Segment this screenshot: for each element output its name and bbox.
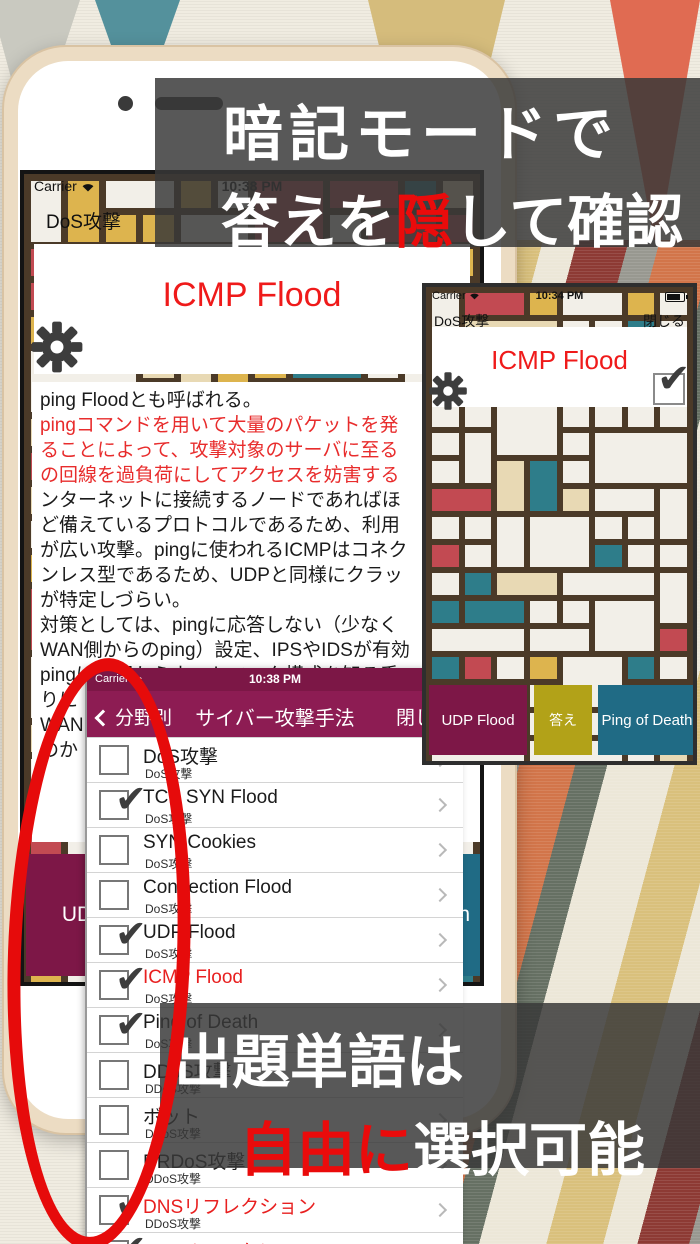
chevron-right-icon bbox=[432, 977, 448, 993]
chevron-right-icon bbox=[432, 1202, 448, 1218]
word-checkbox[interactable]: ✔ bbox=[99, 780, 147, 820]
quiz-button-answer[interactable]: 答え bbox=[534, 685, 592, 755]
nav-title: DoS攻撃 bbox=[434, 313, 490, 329]
word-checkbox[interactable] bbox=[99, 745, 129, 775]
back-button[interactable]: 分野別 bbox=[94, 703, 172, 730]
caption-line: 答えを隠して確認 bbox=[221, 190, 684, 255]
word-title: Connection Flood bbox=[143, 877, 292, 898]
word-category: DoS攻撃 bbox=[145, 947, 193, 961]
chevron-right-icon bbox=[432, 797, 448, 813]
word-category: DoS攻撃 bbox=[145, 902, 193, 916]
caption-line: 出題単語は bbox=[174, 1030, 465, 1095]
description-line: が広い攻撃。pingに使われるICMPはコネク bbox=[40, 540, 408, 561]
word-checkbox[interactable]: ✔ bbox=[99, 1230, 147, 1244]
description-line: WAN bbox=[40, 715, 84, 736]
checkmark-icon: ✔ bbox=[115, 1002, 147, 1046]
chevron-right-icon bbox=[432, 887, 448, 903]
status-bar: Carrier 10:34 PM bbox=[426, 287, 693, 307]
word-checkbox[interactable] bbox=[99, 880, 129, 910]
word-category: DDoS攻撃 bbox=[145, 1172, 202, 1186]
description-line: ど備えているプロトコルであるため、利用 bbox=[40, 515, 400, 536]
word-checkbox[interactable]: ✔ bbox=[99, 1185, 147, 1225]
word-category: DoS攻撃 bbox=[145, 857, 193, 871]
description-line: ンターネットに接続するノードであればほ bbox=[40, 490, 401, 511]
word-category: DoS攻撃 bbox=[145, 812, 193, 826]
word-title: ICMP Flood bbox=[143, 967, 243, 988]
battery-icon bbox=[665, 292, 688, 302]
carrier-label: Carrier bbox=[95, 673, 143, 685]
description-line: りに bbox=[40, 690, 79, 711]
status-time: 10:34 PM bbox=[535, 290, 584, 302]
word-title: SYN Cookies bbox=[143, 832, 256, 853]
list-nav-bar: 分野別 サイバー攻撃手法 閉じる bbox=[87, 691, 463, 737]
status-time: 10:38 PM bbox=[248, 672, 302, 686]
description-line: が特定しづらい。 bbox=[40, 590, 191, 611]
checkmark-icon: ✔ bbox=[115, 1182, 147, 1226]
caption-line: 暗記モードで bbox=[223, 102, 619, 168]
status-bar: Carrier 10:38 PM bbox=[87, 668, 463, 691]
word-checkbox[interactable]: ✔ bbox=[99, 1005, 147, 1045]
description-line: の回線を過負荷にしてアクセスを妨害する bbox=[40, 465, 400, 486]
caption-line: 自由に選択可能 bbox=[238, 1118, 645, 1183]
quiz-button-prev-term[interactable]: UDP Flood bbox=[429, 685, 527, 755]
word-checkbox[interactable] bbox=[99, 1105, 129, 1135]
description-line: ンレス型であるため、UDPと同様にクラッ bbox=[40, 565, 403, 586]
wifi-icon bbox=[469, 293, 479, 300]
checkmark-icon: ✔ bbox=[657, 356, 691, 402]
word-checkbox[interactable] bbox=[99, 1060, 129, 1090]
word-title: DoS攻撃 bbox=[143, 747, 218, 768]
word-title: NTPリフレクション bbox=[143, 1237, 314, 1244]
word-checkbox[interactable] bbox=[99, 1150, 129, 1180]
checkmark-icon: ✔ bbox=[115, 957, 147, 1001]
term-title-card: ICMP Flood bbox=[34, 244, 470, 374]
term-title-card: ICMP Flood bbox=[432, 327, 687, 407]
wifi-icon bbox=[82, 184, 94, 192]
description-line: ることによって、攻撃対象のサーバに至る bbox=[40, 440, 399, 461]
checkmark-icon: ✔ bbox=[115, 777, 147, 821]
screenshot-memorize-mode: Carrier 10:34 PM DoS攻撃 閉じる ICMP Flood bbox=[422, 283, 697, 765]
description-line: pingコマンドを用いて大量のパケットを発 bbox=[40, 415, 399, 436]
word-title: TCP SYN Flood bbox=[143, 787, 278, 808]
word-title: DNSリフレクション bbox=[143, 1197, 317, 1218]
word-category: DoS攻撃 bbox=[145, 767, 193, 781]
description-line: のか bbox=[40, 740, 79, 761]
word-category: DDoS攻撃 bbox=[145, 1217, 202, 1231]
close-button[interactable]: 閉じる bbox=[643, 313, 685, 329]
caption-banner-bottom: 出題単語は 自由に選択可能 bbox=[160, 1003, 700, 1183]
description-line: ping Floodとも呼ばれる。 bbox=[40, 390, 262, 411]
word-checkbox[interactable]: ✔ bbox=[99, 915, 147, 955]
term-title: ICMP Flood bbox=[162, 276, 342, 314]
carrier-label: Carrier bbox=[34, 178, 95, 194]
checkmark-icon: ✔ bbox=[115, 912, 147, 956]
chevron-right-icon bbox=[432, 932, 448, 948]
memorize-checkbox[interactable]: ✔ bbox=[653, 359, 691, 405]
checkmark-icon: ✔ bbox=[115, 1230, 147, 1244]
chevron-right-icon bbox=[432, 842, 448, 858]
word-category: DoS攻撃 bbox=[145, 992, 193, 1006]
term-title: ICMP Flood bbox=[491, 345, 628, 375]
description-line: 対策としては、pingに応答しない（少なく bbox=[40, 615, 398, 636]
word-list-item[interactable]: ✔NTPリフレクションDDoS攻撃 bbox=[87, 1230, 463, 1244]
list-title: サイバー攻撃手法 bbox=[195, 708, 355, 730]
wifi-icon bbox=[132, 676, 142, 683]
word-title: UDP Flood bbox=[143, 922, 236, 943]
settings-gear-icon[interactable] bbox=[30, 320, 84, 374]
caption-banner-top: 暗記モードで 答えを隠して確認 bbox=[155, 78, 700, 255]
description-line: WAN側からのping）設定、IPSやIDSが有効 bbox=[40, 640, 410, 661]
settings-gear-icon[interactable] bbox=[428, 371, 468, 411]
nav-title: DoS攻撃 bbox=[46, 212, 121, 233]
quiz-button-next-term[interactable]: Ping of Death bbox=[598, 685, 693, 755]
phone-camera-icon bbox=[118, 96, 133, 111]
word-checkbox[interactable] bbox=[99, 835, 129, 865]
carrier-label: Carrier bbox=[432, 290, 480, 302]
word-checkbox[interactable]: ✔ bbox=[99, 960, 147, 1000]
